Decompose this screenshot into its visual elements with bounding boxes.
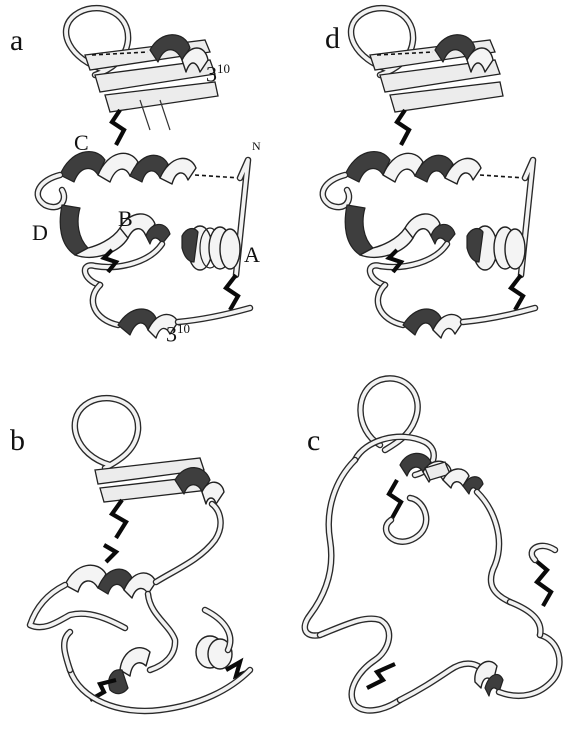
- panel-d-structure: [285, 0, 570, 370]
- helix-310-top-base: 3: [206, 61, 217, 86]
- panel-c-letter: c: [307, 426, 320, 456]
- panel-a-structure: [0, 0, 285, 370]
- panel-d: d: [285, 0, 570, 370]
- helix-a-label: A: [244, 244, 260, 266]
- helix-b-label: B: [118, 208, 133, 230]
- helix-c-label: C: [74, 132, 89, 154]
- n-terminus-label: N: [252, 140, 261, 152]
- panel-c-structure: [285, 370, 570, 742]
- helix-d-label: D: [32, 222, 48, 244]
- panel-c: c: [285, 370, 570, 742]
- helix-310-bottom-base: 3: [166, 321, 177, 346]
- helix-310-bottom-sup: 10: [177, 321, 190, 336]
- panel-b: b: [0, 370, 285, 742]
- panel-a-letter: a: [10, 26, 23, 56]
- panel-b-structure: [0, 370, 285, 742]
- panel-a: a C D B A N 310 310: [0, 0, 285, 370]
- panel-b-letter: b: [10, 426, 25, 456]
- helix-310-top-label: 310: [206, 62, 230, 85]
- panel-d-letter: d: [325, 24, 340, 54]
- helix-310-bottom-label: 310: [166, 322, 190, 345]
- helix-310-top-sup: 10: [217, 61, 230, 76]
